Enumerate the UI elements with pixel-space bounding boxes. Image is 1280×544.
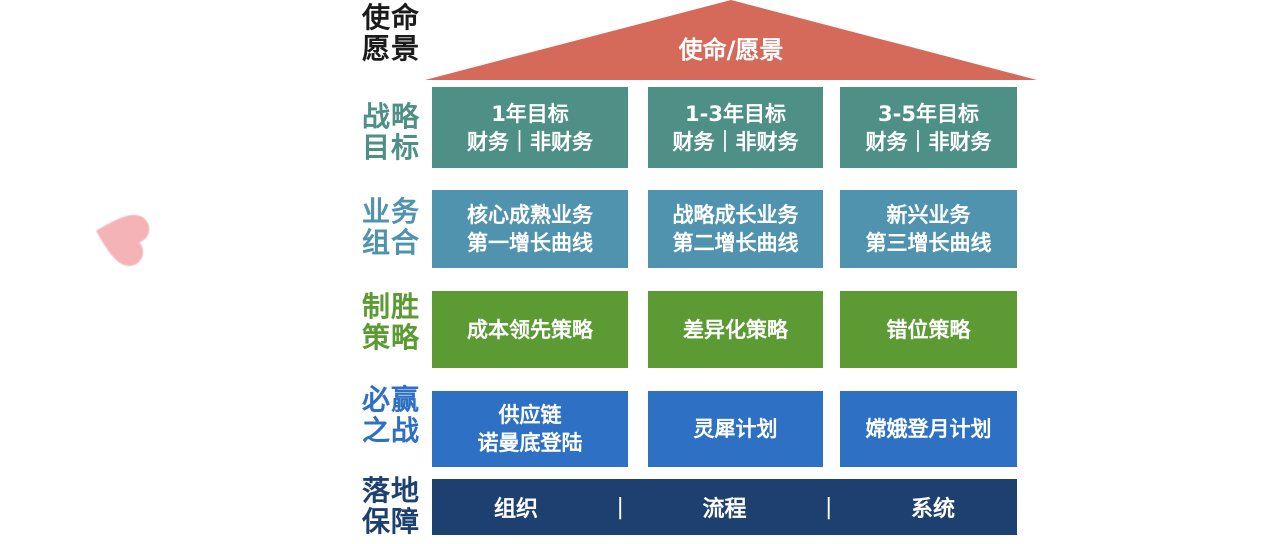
side-label-strategic-goals: 战略 目标 <box>362 101 430 163</box>
box-change-moon-landing-plan: 嫦娥登月计划 <box>840 391 1017 467</box>
box-strategic-growth-business: 战略成长业务 第二增长曲线 <box>648 190 823 268</box>
box-1-year-goal: 1年目标 财务｜非财务 <box>432 87 628 168</box>
side-label-line: 组合 <box>362 226 421 259</box>
box-line: 1年目标 <box>491 101 569 126</box>
box-line: 错位策略 <box>886 317 971 342</box>
box-line: 财务｜非财务 <box>865 129 992 154</box>
side-label-line: 目标 <box>362 131 421 164</box>
foundation-item-organization: 组织 <box>494 497 539 522</box>
box-line: 诺曼底登陆 <box>477 431 583 455</box>
foundation-separator: | <box>616 494 624 520</box>
side-label-line: 战略 <box>362 100 421 133</box>
side-label-line: 使命 <box>362 1 421 34</box>
side-label-line: 落地 <box>362 474 421 507</box>
box-line: 第一增长曲线 <box>467 231 593 255</box>
foundation-separator: | <box>825 494 833 520</box>
box-line: 差异化策略 <box>683 317 788 342</box>
side-label-line: 业务 <box>362 195 421 228</box>
box-lingxi-plan: 灵犀计划 <box>648 391 823 467</box>
roof-label: 使命/愿景 <box>678 36 784 64</box>
box-emerging-business: 新兴业务 第三增长曲线 <box>840 190 1017 268</box>
box-line: 供应链 <box>498 403 562 427</box>
side-label-business-portfolio: 业务 组合 <box>362 196 430 258</box>
box-line: 成本领先策略 <box>467 317 593 342</box>
box-line: 财务｜非财务 <box>672 129 799 154</box>
box-cost-leadership-strategy: 成本领先策略 <box>432 291 628 368</box>
heart-icon <box>81 199 157 275</box>
side-label-line: 之战 <box>362 414 421 447</box>
foundation-item-system: 系统 <box>910 497 955 522</box>
side-label-foundation: 落地 保障 <box>362 475 430 537</box>
box-dislocation-strategy: 错位策略 <box>840 291 1017 368</box>
box-line: 3-5年目标 <box>878 101 979 126</box>
box-line: 1-3年目标 <box>685 101 786 126</box>
side-label-must-win-battles: 必赢 之战 <box>362 384 430 446</box>
box-line: 灵犀计划 <box>693 417 778 441</box>
box-supply-chain-normandy: 供应链 诺曼底登陆 <box>432 391 628 467</box>
side-label-line: 愿景 <box>362 32 421 65</box>
foundation-bar: 组织 | 流程 | 系统 <box>432 479 1017 535</box>
box-line: 第三增长曲线 <box>865 231 992 255</box>
side-label-line: 策略 <box>362 321 421 354</box>
side-label-line: 制胜 <box>362 290 421 323</box>
box-line: 财务｜非财务 <box>467 129 593 154</box>
side-label-line: 保障 <box>362 505 421 538</box>
side-label-mission-vision: 使命 愿景 <box>362 2 430 64</box>
side-label-line: 必赢 <box>362 383 421 416</box>
foundation-item-process: 流程 <box>702 497 747 522</box>
box-differentiation-strategy: 差异化策略 <box>648 291 823 368</box>
box-core-mature-business: 核心成熟业务 第一增长曲线 <box>432 190 628 268</box>
box-line: 嫦娥登月计划 <box>865 417 992 441</box>
side-label-winning-strategy: 制胜 策略 <box>362 291 430 353</box>
box-line: 核心成熟业务 <box>467 203 593 227</box>
box-line: 第二增长曲线 <box>672 231 799 255</box>
box-line: 新兴业务 <box>886 203 971 227</box>
box-1-3-year-goal: 1-3年目标 财务｜非财务 <box>648 87 823 168</box>
roof-mission-vision: 使命/愿景 <box>425 0 1037 80</box>
box-3-5-year-goal: 3-5年目标 财务｜非财务 <box>840 87 1017 168</box>
box-line: 战略成长业务 <box>672 203 799 227</box>
